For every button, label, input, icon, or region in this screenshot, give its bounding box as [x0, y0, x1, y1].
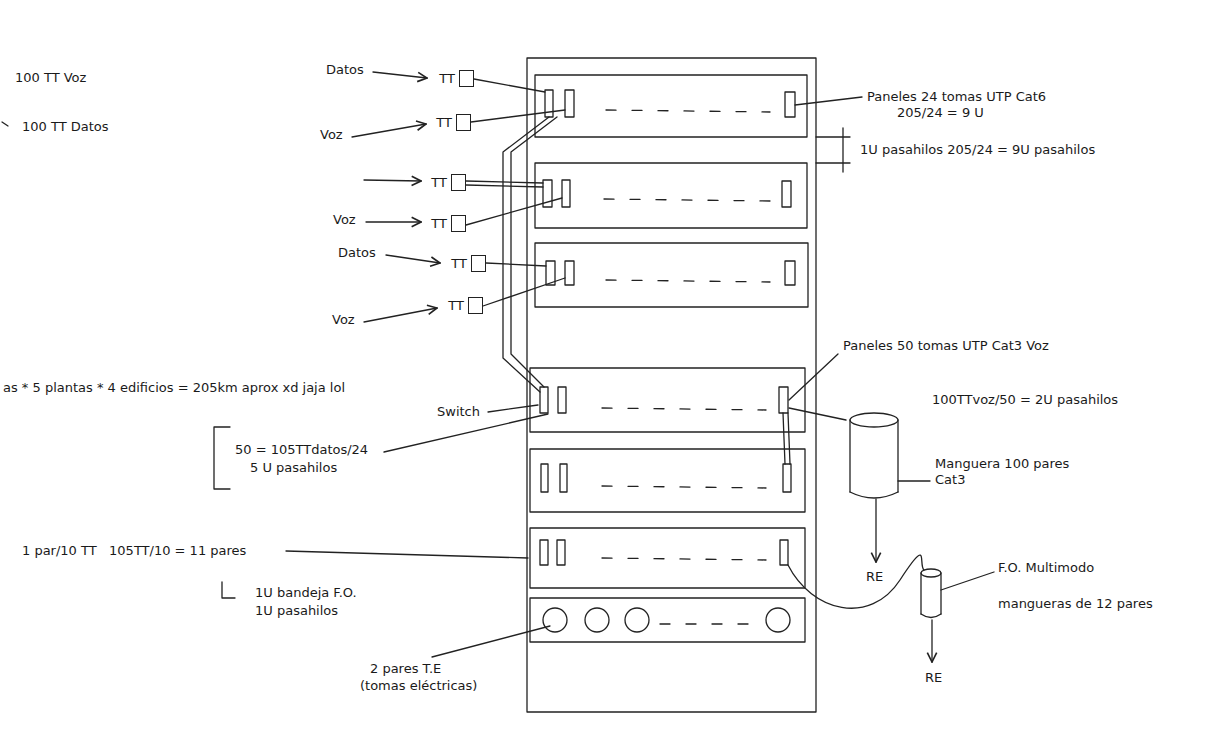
outlet-label: TT — [436, 115, 452, 131]
annotation: 5 U pasahilos — [250, 460, 337, 476]
outlet-label: TT — [439, 71, 455, 87]
rack-frame — [527, 58, 816, 712]
fiber-cable — [788, 555, 941, 617]
outlet-wires — [466, 79, 565, 306]
tt-outlet: TT — [439, 70, 474, 87]
annotation: Manguera 100 pares Cat3 — [935, 456, 1085, 488]
annotation: mangueras de 12 pares — [998, 596, 1153, 612]
brackets — [214, 427, 235, 598]
outlet-square — [459, 70, 474, 87]
annotation: 100TTvoz/50 = 2U pasahilos — [932, 392, 1118, 408]
tt-outlet: TT — [431, 174, 466, 191]
annotation: 2 pares T.E — [370, 661, 441, 677]
re-arrows — [876, 499, 932, 662]
annotation: Voz — [332, 312, 355, 328]
port-dashes — [602, 110, 770, 624]
tt-outlet: TT — [451, 255, 486, 272]
annotation: Voz — [333, 212, 356, 228]
tt-outlet: TT — [431, 215, 466, 232]
power-sockets — [543, 608, 790, 632]
annotation: Datos — [326, 62, 364, 78]
outlet-label: TT — [431, 175, 447, 191]
switch-cable — [503, 117, 557, 392]
outlet-square — [471, 255, 486, 272]
annotation: 1U pasahilos 205/24 = 9U pasahilos — [860, 142, 1095, 158]
annotation: as * 5 plantas * 4 edificios = 205km apr… — [3, 380, 345, 396]
tt-outlet: TT — [448, 297, 483, 314]
tt-outlet: TT — [436, 114, 471, 131]
annotation: Datos — [338, 245, 376, 261]
panel-ports — [540, 90, 795, 565]
annotation: 50 = 105TTdatos/24 — [235, 442, 368, 458]
annotation: 1 par/10 TT 105TT/10 = 11 pares — [22, 543, 246, 559]
outlet-label: TT — [431, 216, 447, 232]
annotation: RE — [866, 569, 883, 585]
annotation: 205/24 = 9 U — [897, 105, 984, 121]
copper-trunk — [850, 413, 898, 498]
annotation: 1U bandeja F.O. — [255, 585, 357, 601]
patch-panels — [530, 75, 808, 642]
annotation: 100 TT Voz — [15, 70, 86, 86]
annotation: Voz — [320, 127, 343, 143]
label-arrows — [352, 72, 440, 322]
annotation: RE — [925, 670, 942, 686]
voice-jumper — [783, 413, 790, 464]
outlet-label: TT — [451, 256, 467, 272]
annotation: 100 TT Datos — [22, 119, 109, 135]
outlet-square — [468, 297, 483, 314]
outlet-square — [451, 215, 466, 232]
annotation: F.O. Multimodo — [998, 560, 1094, 576]
annotation: Paneles 24 tomas UTP Cat6 — [867, 89, 1046, 105]
annotation: 1U pasahilos — [255, 603, 338, 619]
annotation: (tomas eléctricas) — [360, 678, 477, 694]
leader-lines — [2, 97, 994, 657]
annotation: Paneles 50 tomas UTP Cat3 Voz — [843, 338, 1049, 354]
outlet-square — [456, 114, 471, 131]
outlet-square — [451, 174, 466, 191]
annotation: Switch — [437, 404, 480, 420]
outlet-label: TT — [448, 298, 464, 314]
